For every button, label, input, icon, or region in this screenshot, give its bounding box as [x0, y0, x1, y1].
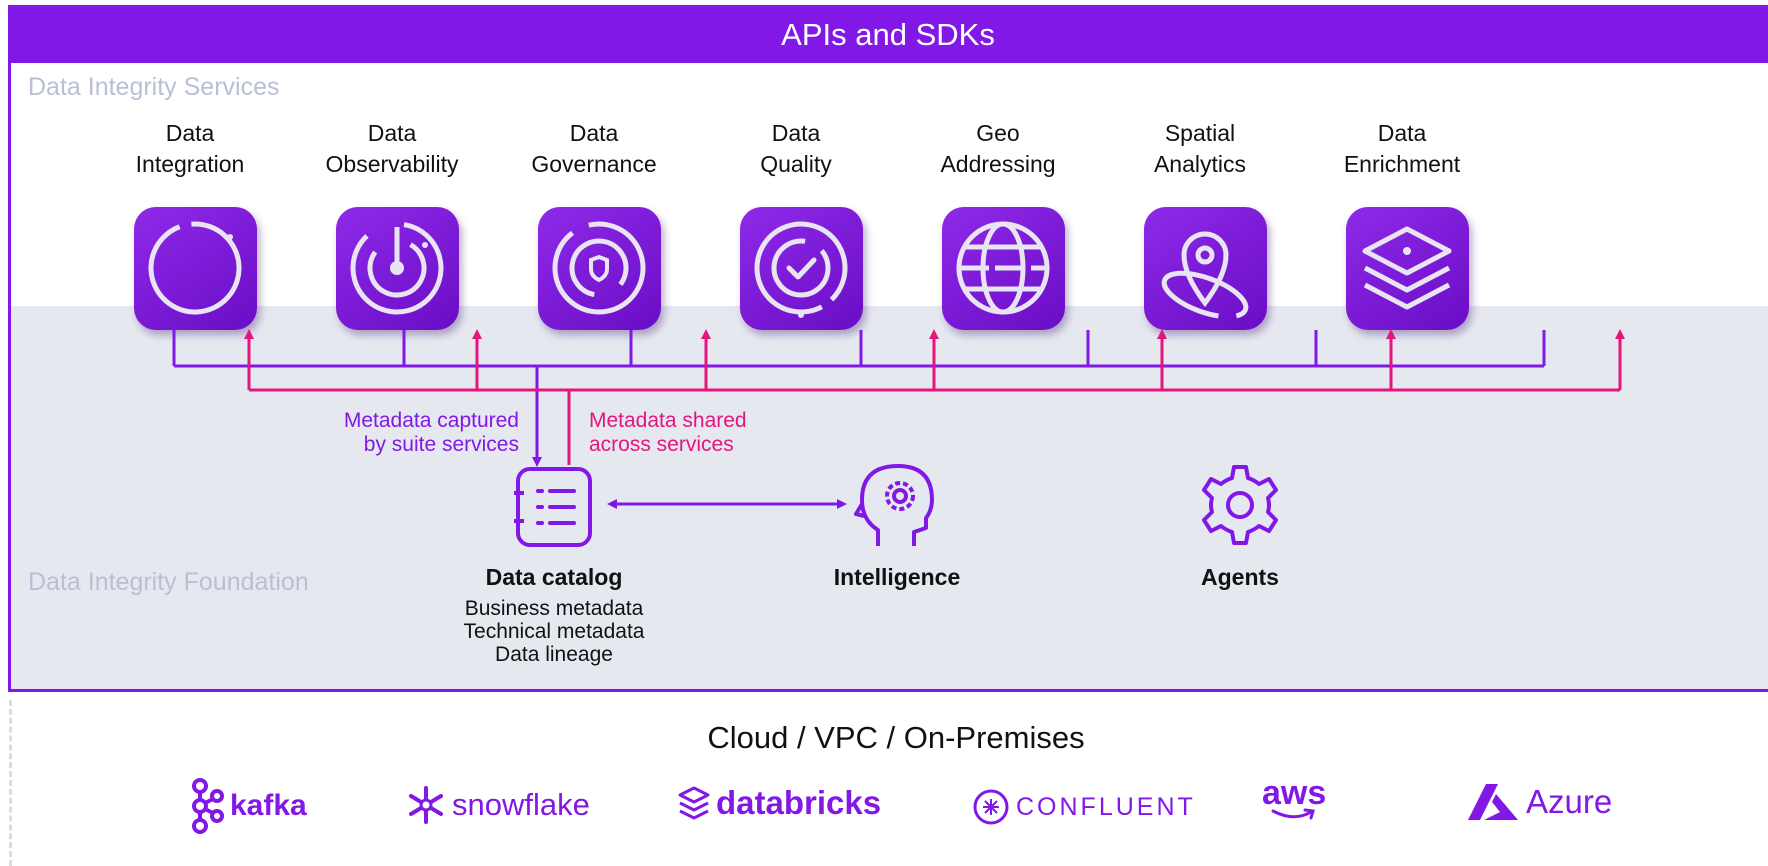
services-section-label: Data Integrity Services	[28, 73, 280, 101]
ring-icon	[148, 221, 242, 315]
globe-icon	[956, 221, 1050, 315]
catalog-item: Business metadata	[464, 597, 644, 620]
spatial-analytics-tile[interactable]	[1144, 207, 1267, 330]
intelligence-title: Intelligence	[833, 564, 961, 590]
kafka-logo: kafka	[188, 778, 307, 834]
confluent-logo: CONFLUENT	[972, 788, 1196, 826]
snowflake-logo: snowflake	[406, 785, 590, 825]
catalog-item: Data lineage	[495, 643, 613, 666]
databricks-icon	[678, 786, 710, 820]
foundation-section-label: Data Integrity Foundation	[28, 568, 309, 596]
aws-logo: aws	[1262, 776, 1326, 822]
databricks-logo: databricks	[678, 784, 881, 822]
capture-bus	[172, 330, 1546, 467]
azure-icon	[1468, 784, 1518, 820]
cloud-title: Cloud / VPC / On-Premises	[707, 720, 1085, 755]
agents-title: Agents	[1201, 564, 1279, 590]
head-gear-icon	[854, 464, 934, 546]
metadata-shared-label: Metadata shared across services	[589, 409, 747, 456]
confluent-icon	[973, 789, 1009, 825]
catalog-item: Technical metadata	[463, 620, 645, 643]
gear-icon	[1202, 465, 1278, 545]
layers-icon	[1362, 226, 1452, 310]
data-integration-tile[interactable]	[134, 207, 257, 330]
data-catalog-items: Business metadata Technical metadata Dat…	[424, 597, 684, 666]
foundation-band	[11, 306, 1768, 689]
check-circle-icon	[754, 221, 848, 318]
aws-smile-icon	[1271, 808, 1316, 820]
apis-sdks-header: APIs and SDKs	[8, 5, 1768, 65]
data-catalog-icon	[514, 467, 592, 547]
kafka-icon	[192, 778, 224, 834]
radar-icon	[350, 221, 444, 315]
data-observability-tile[interactable]	[336, 207, 459, 330]
dashed-divider	[9, 700, 12, 866]
metadata-captured-label: Metadata captured by suite services	[343, 409, 519, 456]
geo-addressing-tile[interactable]	[942, 207, 1065, 330]
snowflake-icon	[409, 786, 443, 824]
shared-bus	[244, 329, 1625, 465]
data-governance-tile[interactable]	[538, 207, 661, 330]
data-enrichment-tile[interactable]	[1346, 207, 1469, 330]
data-quality-tile[interactable]	[740, 207, 863, 330]
azure-logo: Azure	[1466, 782, 1612, 822]
shield-icon	[552, 221, 646, 315]
data-catalog-title: Data catalog	[485, 564, 623, 590]
map-pin-icon	[1161, 231, 1249, 320]
header-title: APIs and SDKs	[781, 17, 995, 52]
